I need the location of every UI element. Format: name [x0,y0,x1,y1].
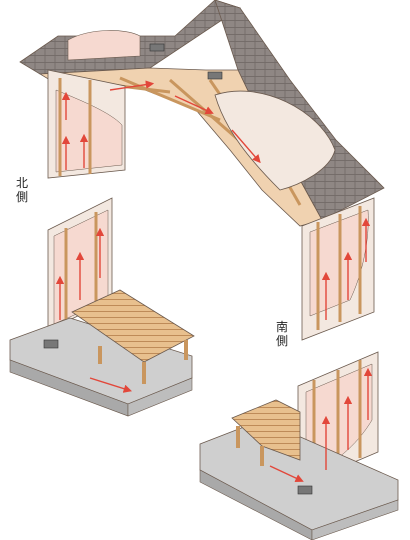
south-floor-deck [231,399,301,466]
vent-grille-icon [149,43,223,80]
flow-arrow-icon [174,95,214,115]
south-upper-wall [301,197,375,341]
attic-panel [67,30,336,191]
flow-arrow-icon [109,80,155,91]
south-side-label: 南 側 [275,320,288,348]
roof [19,0,385,227]
north-upper-wall [47,69,126,179]
airflow-arrows [55,80,373,483]
flow-arrow-icon [231,129,261,164]
north-side-label: 北 側 [15,176,28,204]
vent-grille-icon [43,339,59,349]
flow-arrow-icon [89,377,133,393]
vent-grille-icon [297,485,313,495]
north-floor-deck [71,289,195,384]
flow-arrow-icon [269,465,304,483]
